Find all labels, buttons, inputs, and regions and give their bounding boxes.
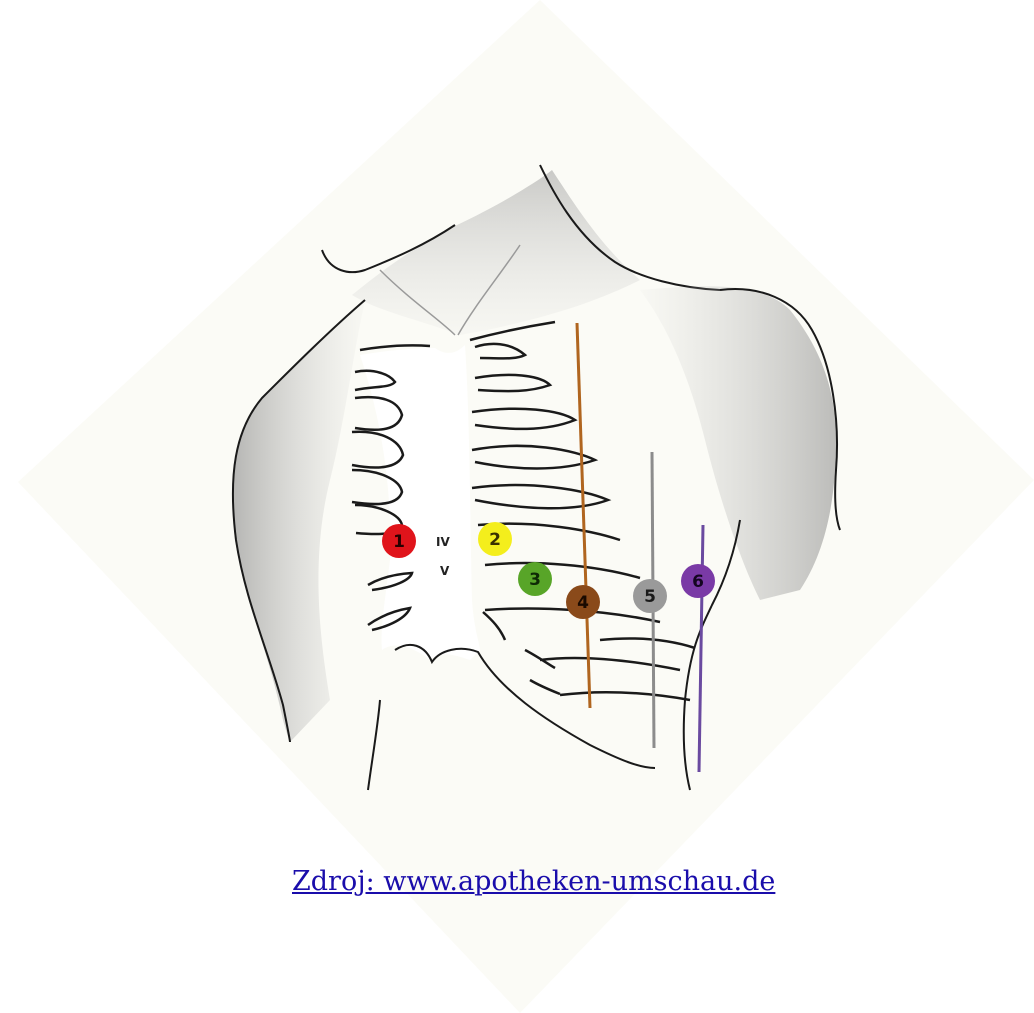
electrode-v5: 5 [633, 579, 667, 613]
svg-text:2: 2 [489, 530, 501, 550]
electrode-v4: 4 [566, 585, 600, 619]
electrode-v2: 2 [478, 522, 512, 556]
rib-mark-v: V [440, 564, 450, 578]
svg-text:4: 4 [577, 593, 589, 613]
svg-text:1: 1 [393, 532, 405, 552]
rib-mark-iv: IV [436, 535, 450, 549]
svg-text:5: 5 [644, 587, 656, 607]
source-link[interactable]: Zdroj: www.apotheken-umschau.de [292, 866, 775, 897]
svg-text:6: 6 [692, 572, 704, 592]
electrode-v6: 6 [681, 564, 715, 598]
svg-text:3: 3 [529, 570, 541, 590]
electrode-v1: 1 [382, 524, 416, 558]
electrode-v3: 3 [518, 562, 552, 596]
